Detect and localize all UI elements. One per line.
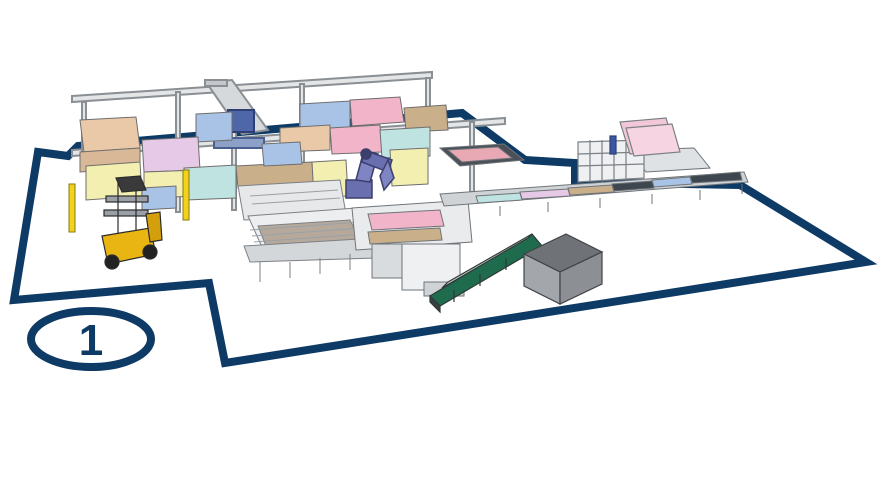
zone-number-badge: 1 [27, 307, 155, 371]
roller-lines [249, 189, 365, 243]
waste-bin [522, 233, 604, 305]
safety-posts [68, 169, 190, 233]
roller-conveyor [439, 171, 749, 216]
zone-boundary [9, 108, 878, 368]
forklift [101, 175, 163, 270]
vertical-rack [577, 117, 681, 183]
robot-arm [345, 148, 395, 199]
material-stacks [79, 96, 449, 211]
safety-post [182, 169, 190, 221]
safety-post [68, 183, 76, 233]
zone-number: 1 [79, 316, 103, 365]
